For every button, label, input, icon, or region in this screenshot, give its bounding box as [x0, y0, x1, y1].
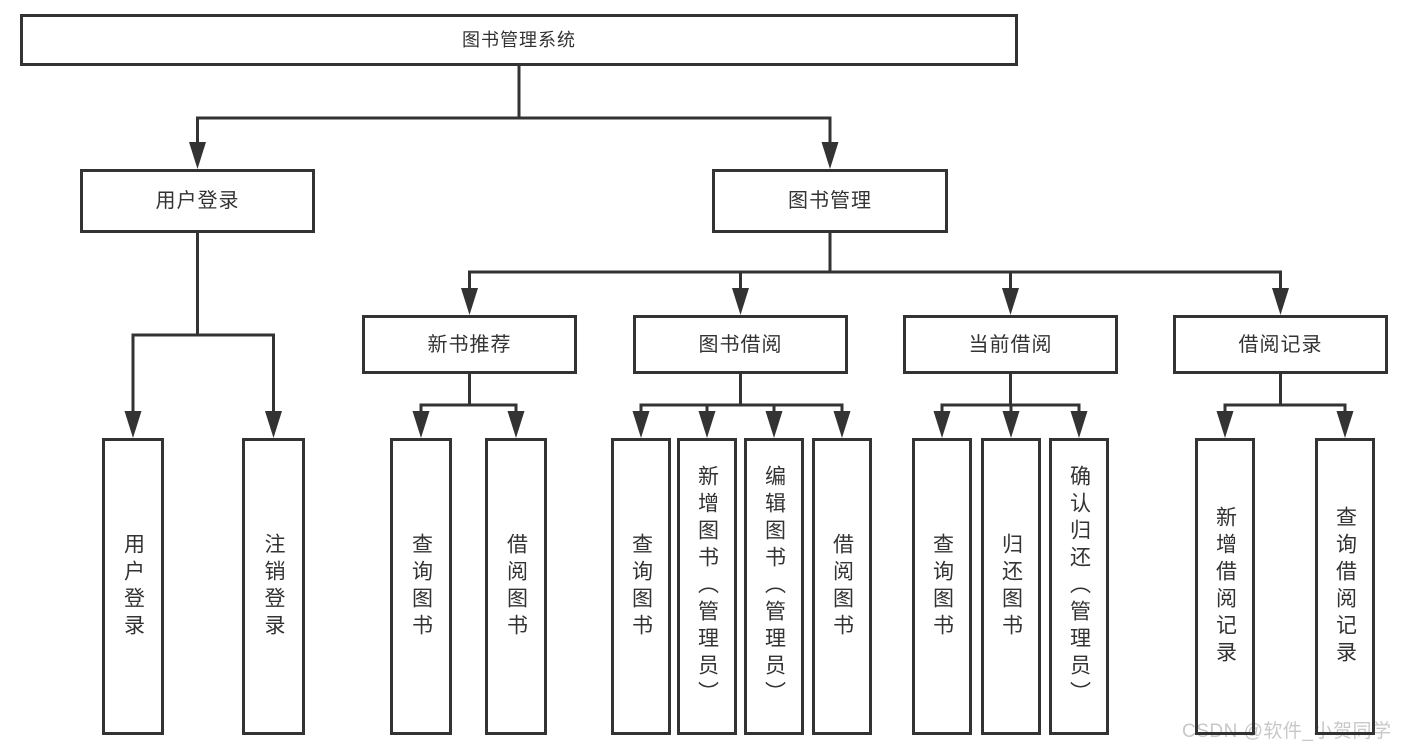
node-br-add-record: 新增借阅记录: [1195, 438, 1255, 735]
node-nbr-query-books: 查询图书: [390, 438, 452, 735]
node-label-cb-confirm-return: 确认归还（管理员）: [1067, 465, 1091, 708]
arrowhead-icon: [833, 411, 851, 438]
node-bb-query-books: 查询图书: [611, 438, 671, 735]
arrowhead-icon: [1002, 288, 1019, 315]
arrowhead-icon: [412, 411, 430, 438]
arrowhead-icon: [1216, 411, 1234, 438]
arrowhead-icon: [732, 288, 749, 315]
arrowhead-icon: [265, 411, 282, 438]
node-user-login: 用户登录: [102, 438, 164, 735]
watermark: CSDN @软件_小贺同学: [1182, 721, 1392, 742]
node-logout: 注销登录: [242, 438, 305, 735]
node-label-cb-query-books: 查询图书: [930, 532, 954, 641]
arrowhead-icon: [1336, 411, 1354, 438]
node-label-user-login-group: 用户登录: [155, 190, 240, 212]
arrowhead-icon: [933, 411, 951, 438]
arrowhead-icon: [124, 411, 142, 438]
node-label-bb-edit-books: 编辑图书（管理员）: [762, 465, 786, 708]
node-label-new-book-rec: 新书推荐: [427, 333, 512, 356]
arrowhead-icon: [1002, 411, 1020, 438]
node-label-nbr-borrow-books: 借阅图书: [504, 532, 528, 641]
arrowhead-icon: [821, 142, 839, 169]
arrowhead-icon: [632, 411, 650, 438]
node-label-borrow-records: 借阅记录: [1238, 333, 1323, 356]
node-br-query-record: 查询借阅记录: [1315, 438, 1375, 735]
node-label-br-add-record: 新增借阅记录: [1213, 505, 1237, 668]
arrowhead-icon: [1272, 288, 1289, 315]
node-book-mgmt: 图书管理: [712, 169, 948, 233]
node-label-book-mgmt: 图书管理: [788, 190, 872, 212]
node-label-book-borrow: 图书借阅: [698, 333, 783, 356]
node-cb-return-books: 归还图书: [981, 438, 1041, 735]
node-borrow-records: 借阅记录: [1173, 315, 1388, 374]
node-label-current-borrow: 当前借阅: [968, 333, 1053, 356]
node-label-logout: 注销登录: [262, 532, 285, 641]
node-label-bb-query-books: 查询图书: [629, 532, 653, 641]
node-label-cb-return-books: 归还图书: [999, 532, 1023, 641]
node-label-br-query-record: 查询借阅记录: [1333, 505, 1357, 668]
arrowhead-icon: [765, 411, 783, 438]
node-bb-edit-books: 编辑图书（管理员）: [744, 438, 804, 735]
node-label-root: 图书管理系统: [462, 30, 576, 50]
node-label-user-login: 用户登录: [121, 532, 145, 641]
node-label-bb-add-books: 新增图书（管理员）: [695, 465, 719, 708]
node-bb-borrow-books: 借阅图书: [812, 438, 872, 735]
node-current-borrow: 当前借阅: [903, 315, 1118, 374]
arrowhead-icon: [1070, 411, 1088, 438]
node-new-book-rec: 新书推荐: [362, 315, 577, 374]
node-root: 图书管理系统: [20, 14, 1018, 66]
node-bb-add-books: 新增图书（管理员）: [677, 438, 737, 735]
node-book-borrow: 图书借阅: [633, 315, 848, 374]
arrowhead-icon: [189, 142, 206, 169]
node-cb-confirm-return: 确认归还（管理员）: [1049, 438, 1109, 735]
node-label-bb-borrow-books: 借阅图书: [830, 532, 854, 641]
arrowhead-icon: [698, 411, 716, 438]
node-user-login-group: 用户登录: [80, 169, 315, 233]
node-nbr-borrow-books: 借阅图书: [485, 438, 547, 735]
arrowhead-icon: [507, 411, 525, 438]
node-cb-query-books: 查询图书: [912, 438, 972, 735]
arrowhead-icon: [461, 288, 478, 315]
node-label-nbr-query-books: 查询图书: [409, 532, 433, 641]
